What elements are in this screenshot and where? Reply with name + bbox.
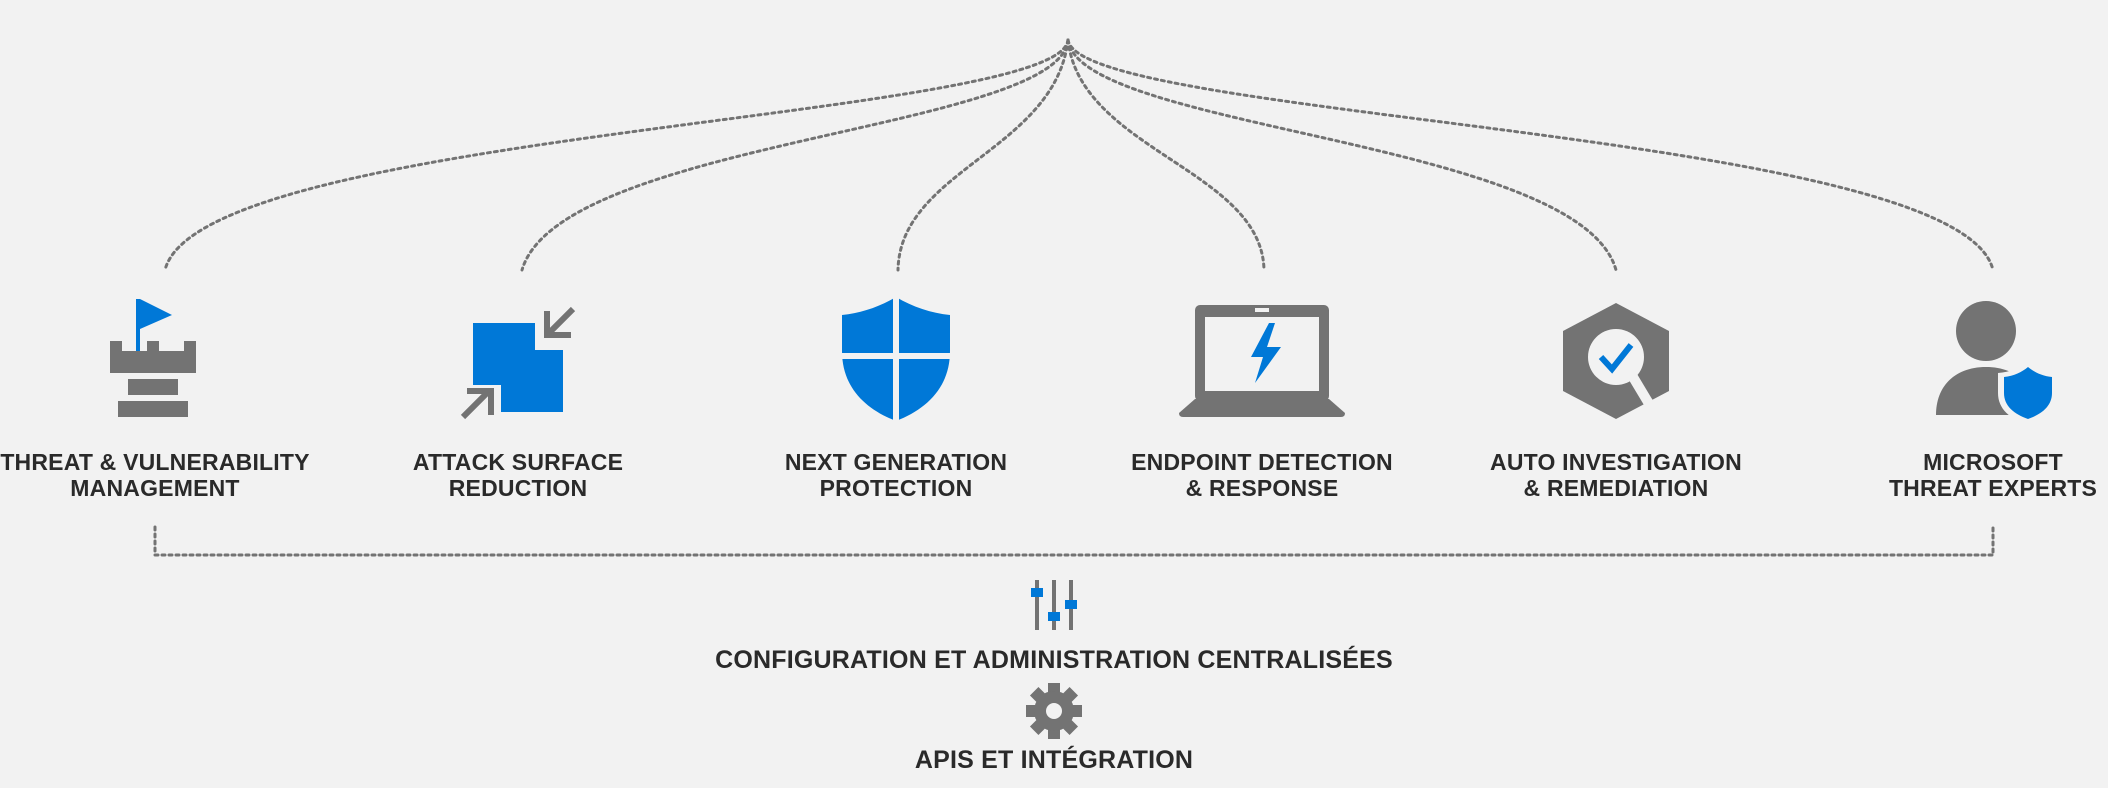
pillar-label-line2: MANAGEMENT	[70, 475, 240, 501]
connector-line	[520, 38, 1070, 272]
castle-flag-icon	[90, 295, 220, 425]
config-title: CONFIGURATION ET ADMINISTRATION CENTRALI…	[715, 646, 1393, 674]
pillar-label-line1: THREAT & VULNERABILITY	[0, 449, 310, 475]
person-shield-icon	[1928, 295, 2058, 425]
pillar-label-line2: & REMEDIATION	[1523, 475, 1709, 501]
pillar-label-line2: THREAT EXPERTS	[1888, 475, 2098, 501]
config-section: CONFIGURATION ET ADMINISTRATION CENTRALI…	[0, 578, 2108, 675]
connector-line	[896, 38, 1070, 272]
hexagon-magnifier-check-icon	[1551, 295, 1681, 425]
pillar-label-line1: ENDPOINT DETECTION	[1131, 449, 1393, 475]
pillar-label-line1: ATTACK SURFACE	[412, 449, 624, 475]
pillar-auto-investigation: AUTO INVESTIGATION& REMEDIATION	[1451, 295, 1781, 501]
apis-title: APIS ET INTÉGRATION	[914, 746, 1194, 774]
apis-section: APIS ET INTÉGRATION	[0, 682, 2108, 775]
connector-line	[1066, 38, 1618, 272]
connector-line	[163, 38, 1070, 272]
pillar-label-line1: MICROSOFT	[1923, 449, 2063, 475]
laptop-lightning-icon	[1177, 295, 1347, 425]
gear-icon	[1025, 682, 1083, 740]
sliders-icon	[1024, 578, 1084, 632]
attack-surface-arrows-icon	[453, 295, 583, 425]
pillar-label-line1: AUTO INVESTIGATION	[1490, 449, 1742, 475]
pillar-label-line2: & RESPONSE	[1185, 475, 1339, 501]
shield-icon	[831, 295, 961, 425]
pillar-endpoint-detection: ENDPOINT DETECTION& RESPONSE	[1097, 295, 1427, 501]
bracket-line	[153, 525, 1995, 557]
pillar-label-line2: REDUCTION	[448, 475, 588, 501]
pillar-label-line2: PROTECTION	[819, 475, 973, 501]
pillar-label-line1: NEXT GENERATION	[784, 449, 1008, 475]
connector-line	[1066, 38, 1995, 272]
connector-line	[1066, 38, 1266, 272]
